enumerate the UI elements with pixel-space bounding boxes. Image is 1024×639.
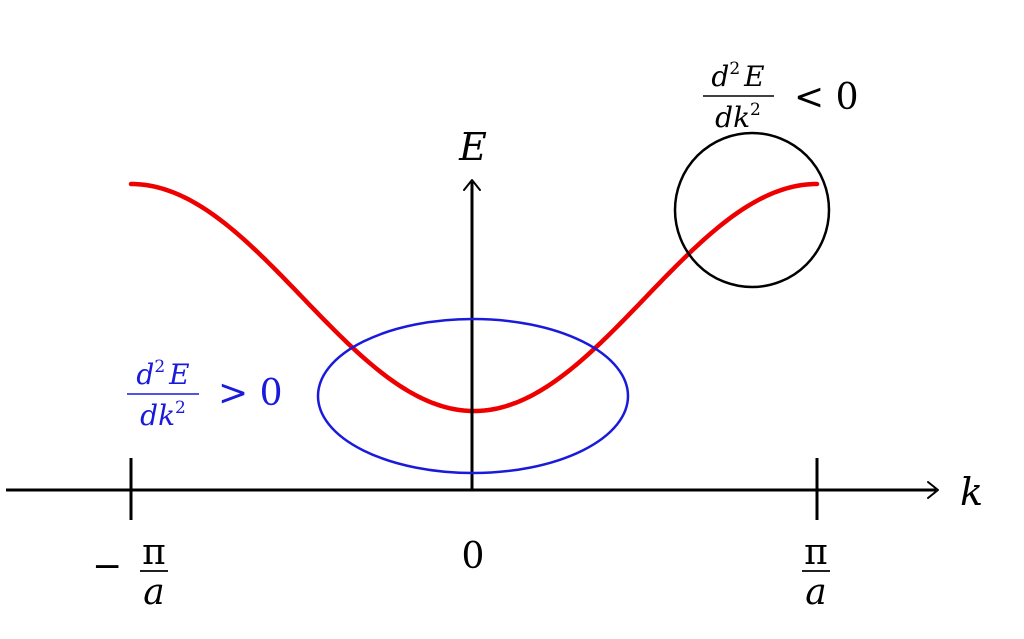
tick-label-right-denominator: a [805,572,826,613]
k-axis-arrowhead [927,481,939,499]
positive-curvature-ellipse [316,317,630,475]
neg-denominator: dk2 [715,100,761,134]
e-axis-arrowhead [463,179,481,191]
e-axis-label: E [458,125,487,169]
tick-label-left-denominator: a [143,572,164,613]
tick-label-zero: 0 [462,536,485,577]
pos-relation: > 0 [218,373,283,414]
tick-label-minus-sign: − [92,546,122,587]
negative-curvature-circle [673,131,831,289]
tick-label-minus-pi-over-a: − π a [92,532,168,613]
k-axis-label: k [960,470,983,514]
energy-band-curve [128,181,820,414]
tick-label-left-numerator: π [142,532,166,573]
neg-relation: < 0 [794,77,859,118]
tick-label-pi-over-a: π a [802,532,830,613]
tick-label-right-numerator: π [804,532,828,573]
pos-denominator: dk2 [140,398,186,432]
